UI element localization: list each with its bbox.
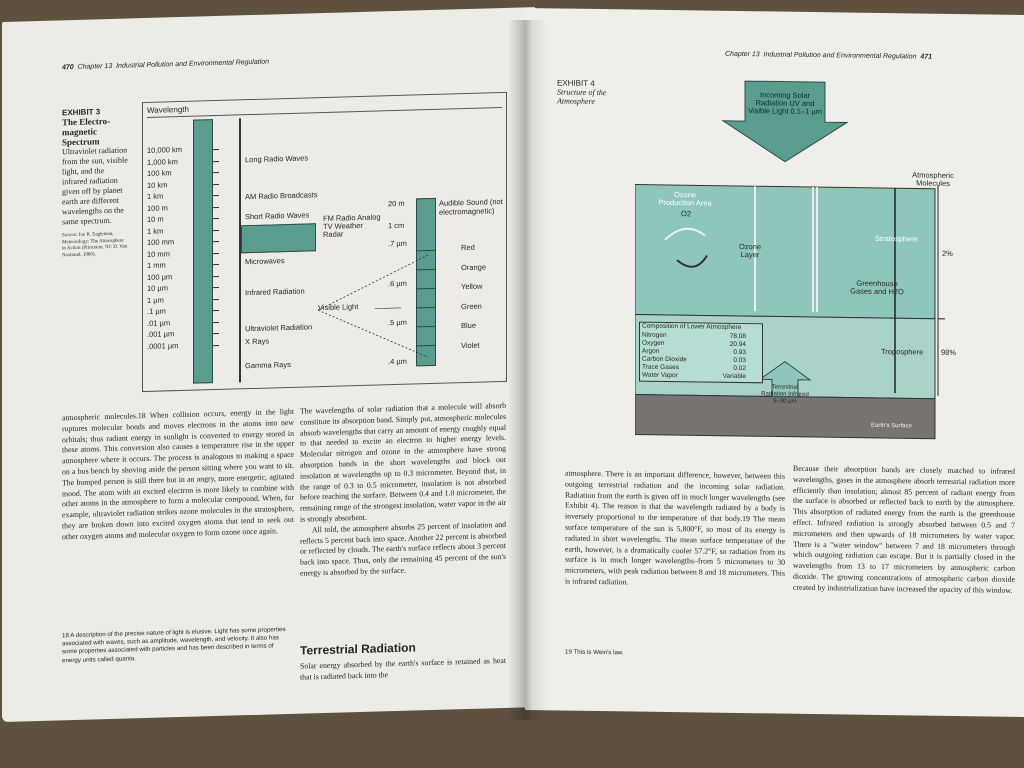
gas-name: Argon	[642, 347, 660, 355]
gas-name: Water Vapor	[642, 371, 678, 379]
section-heading-terrestrial: Terrestrial Radiation	[300, 640, 416, 658]
exhibit-title: The Electro-magnetic Spectrum	[62, 115, 111, 148]
stratosphere-percent: 2%	[942, 248, 953, 258]
o2-label: O2	[681, 209, 692, 219]
terrestrial-radiation-label: Terrestrial Radiation Infrared 5–30 µm	[761, 384, 809, 405]
right-body-col1: atmosphere. There is an important differ…	[565, 468, 785, 587]
composition-row: Water Vapor Variable	[642, 371, 760, 381]
earth-surface-label: Earth's Surface	[871, 422, 912, 430]
right-page: Chapter 13 Industrial Pollution and Envi…	[525, 8, 1024, 717]
cycle-arrow	[664, 227, 706, 241]
exhibit-text: Ultraviolet radiation from the sun, visi…	[62, 145, 128, 227]
ozone-production-label: Ozone Production Area	[658, 190, 712, 208]
exhibit3-caption: EXHIBIT 3 The Electro-magnetic Spectrum …	[62, 106, 128, 259]
dashed-connectors	[317, 254, 429, 358]
page-number: 471	[920, 53, 933, 61]
ozone-layer-label: Ozone Layer	[738, 241, 762, 260]
para-all-told: All told, the atmosphere absorbs 25 perc…	[300, 519, 506, 578]
composition-table: Composition of Lower Atmosphere Nitrogen…	[639, 321, 763, 383]
greenhouse-gases-label: Greenhouse Gases and H2O	[850, 278, 904, 297]
right-running-head: Chapter 13 Industrial Pollution and Envi…	[725, 51, 932, 61]
right-body-col2: Because their absorption bands are close…	[793, 463, 1015, 595]
incoming-radiation-label: Incoming Solar Radiation UV and Visible …	[748, 90, 822, 117]
gas-percent: Variable	[722, 372, 746, 380]
atmosphere-diagram: Incoming Solar Radiation UV and Visible …	[635, 70, 975, 445]
troposphere-label: Troposphere	[881, 346, 924, 357]
incoming-arrow	[721, 80, 849, 163]
left-body-col1: atmospheric molecules.18 When collision …	[62, 406, 294, 542]
troposphere-percent: 98%	[941, 347, 957, 358]
atmospheric-molecules-label: Atmospheric Molecules	[912, 170, 954, 188]
stratosphere-label: Stratosphere	[875, 233, 918, 244]
exhibit4-caption: EXHIBIT 4 Structure of the Atmosphere	[557, 78, 627, 106]
exhibit-source: Source: Joe R. Eagleman, Meteorology: Th…	[62, 231, 128, 258]
book-gutter	[508, 20, 548, 720]
gas-percent: 78.08	[729, 332, 746, 340]
left-page: 470 Chapter 13 Industrial Pollution and …	[2, 7, 535, 723]
para-absorption: The wavelengths of solar radiation that …	[300, 400, 506, 524]
page-number: 470	[62, 63, 74, 72]
chapter-title: Industrial Pollution and Environmental R…	[116, 58, 270, 70]
para-solar-energy: Solar energy absorbed by the earth's sur…	[300, 655, 506, 682]
gas-percent: 0.93	[733, 348, 746, 356]
chapter-label: Chapter 13	[725, 50, 760, 59]
left-running-head: 470 Chapter 13 Industrial Pollution and …	[62, 59, 269, 72]
gas-percent: 0.02	[733, 364, 746, 372]
left-footnote: 18 A description of the precise nature o…	[62, 626, 286, 664]
right-footnote: 19 This is Wein's law.	[565, 648, 624, 657]
chapter-label: Chapter 13	[77, 62, 113, 71]
gas-percent: 20.94	[729, 340, 746, 348]
left-body-col2: The wavelengths of solar radiation that …	[300, 401, 506, 580]
gas-percent: 0.03	[733, 356, 746, 364]
chapter-title: Industrial Pollution and Environmental R…	[763, 51, 917, 61]
exhibit-title: Structure of the Atmosphere	[557, 87, 607, 106]
